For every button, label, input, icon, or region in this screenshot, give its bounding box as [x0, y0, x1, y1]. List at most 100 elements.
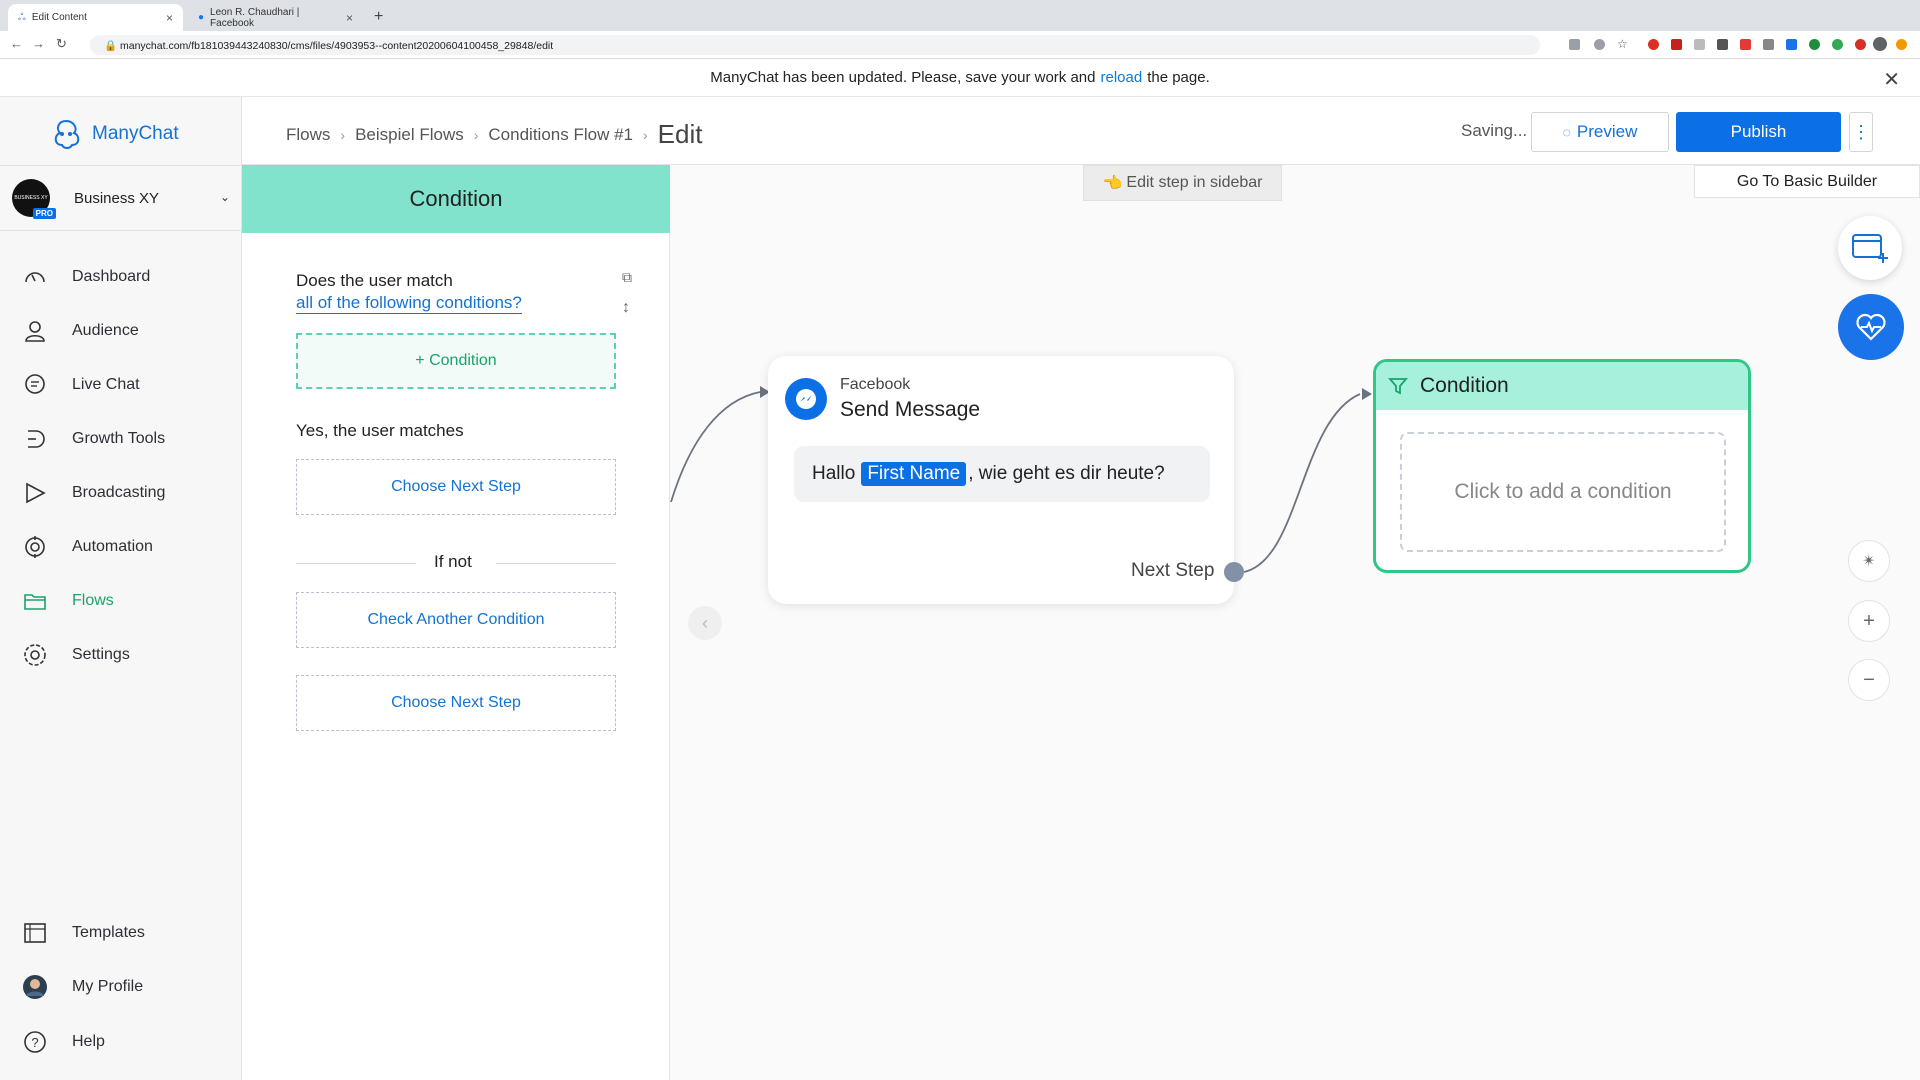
extension-icon[interactable]	[1809, 39, 1820, 50]
update-banner: ManyChat has been updated. Please, save …	[0, 59, 1920, 97]
go-to-basic-builder-button[interactable]: Go To Basic Builder	[1694, 165, 1920, 198]
extension-icon[interactable]	[1648, 39, 1659, 50]
save-status: Saving...	[1461, 121, 1528, 140]
manychat-logo[interactable]: ManyChat	[48, 117, 179, 151]
copy-icon[interactable]: ⧉	[622, 269, 632, 285]
node-platform: Facebook	[840, 376, 911, 393]
extension-icon[interactable]	[1855, 39, 1866, 50]
update-icon[interactable]	[1896, 39, 1907, 50]
gauge-icon	[25, 272, 45, 283]
extension-icon[interactable]	[1786, 39, 1797, 50]
panel-title: Condition	[242, 165, 670, 233]
sidebar-item-automation[interactable]: Automation	[22, 532, 153, 562]
sidebar-item-label: Live Chat	[72, 376, 140, 393]
add-condition-button[interactable]: + Condition	[296, 333, 616, 389]
breadcrumb-folder[interactable]: Beispiel Flows	[355, 124, 464, 144]
send-icon	[26, 482, 46, 504]
sidebar-item-audience[interactable]: Audience	[22, 316, 139, 346]
flow-health-button[interactable]	[1838, 294, 1904, 360]
extension-icon[interactable]	[1694, 39, 1705, 50]
zoom-icon[interactable]	[1594, 39, 1605, 50]
sidebar-item-dashboard[interactable]: Dashboard	[22, 262, 150, 292]
flow-canvas[interactable]	[671, 165, 1920, 1080]
sidebar-item-flows[interactable]: Flows	[22, 586, 114, 616]
condition-sidebar-panel: Condition Does the user match all of the…	[242, 165, 670, 1080]
profile-icon[interactable]	[1873, 37, 1887, 51]
browser-tab-edit-content[interactable]: ஃ Edit Content ×	[8, 4, 183, 31]
reorder-icon[interactable]: ↕	[622, 299, 630, 316]
match-mode-link[interactable]: all of the following conditions?	[296, 293, 522, 314]
condition-node[interactable]: Condition Click to add a condition	[1373, 359, 1751, 573]
sidebar-item-settings[interactable]: Settings	[22, 640, 130, 670]
tab-title: Leon R. Chaudhari | Facebook	[210, 6, 300, 29]
sidebar-item-label: Growth Tools	[72, 430, 166, 447]
url-field[interactable]: 🔒 manychat.com/fb181039443240830/cms/fil…	[90, 35, 1540, 55]
star-icon[interactable]: ☆	[1617, 37, 1628, 51]
banner-text: ManyChat has been updated. Please, save …	[710, 69, 1096, 86]
choose-next-step-button-else[interactable]: Choose Next Step	[296, 675, 616, 731]
sidebar-item-broadcasting[interactable]: Broadcasting	[22, 478, 165, 508]
automation-gear-icon	[25, 536, 45, 558]
browser-tab-facebook[interactable]: ● Leon R. Chaudhari | Facebook ×	[188, 4, 363, 31]
templates-icon	[24, 923, 46, 943]
sidebar-item-my-profile[interactable]: My Profile	[22, 972, 143, 1002]
browser-tab-bar: ஃ Edit Content × ● Leon R. Chaudhari | F…	[0, 0, 1920, 31]
messenger-icon	[785, 378, 827, 420]
back-icon[interactable]: ←	[10, 36, 23, 51]
message-text-bubble[interactable]: Hallo First Name , wie geht es dir heute…	[794, 446, 1210, 502]
if-not-divider: If not	[296, 551, 616, 575]
hint-text: Edit step in sidebar	[1126, 174, 1263, 191]
chat-bubble-icon	[25, 374, 45, 394]
next-step-connector-handle[interactable]	[1224, 562, 1244, 582]
extension-icon[interactable]	[1763, 39, 1774, 50]
help-icon: ?	[24, 1031, 46, 1053]
extension-icon[interactable]	[1671, 39, 1682, 50]
svg-text:?: ?	[31, 1035, 38, 1050]
manychat-logo-icon	[54, 119, 80, 149]
reload-link[interactable]: reload	[1100, 69, 1143, 86]
yes-branch-label: Yes, the user matches	[296, 421, 464, 440]
sidebar-item-growth-tools[interactable]: Growth Tools	[22, 424, 165, 454]
zoom-out-button[interactable]: −	[1848, 659, 1890, 701]
check-another-condition-button[interactable]: Check Another Condition	[296, 592, 616, 648]
close-icon[interactable]: ✕	[1883, 69, 1900, 91]
add-condition-placeholder[interactable]: Click to add a condition	[1400, 432, 1726, 552]
choose-next-step-button[interactable]: Choose Next Step	[296, 459, 616, 515]
if-not-label: If not	[434, 552, 472, 571]
breadcrumb-flow[interactable]: Conditions Flow #1	[488, 124, 633, 144]
forward-icon[interactable]: →	[32, 36, 45, 51]
send-message-node[interactable]: Facebook Send Message Hallo First Name ,…	[768, 356, 1234, 604]
more-options-button[interactable]: ⋮	[1849, 112, 1873, 152]
extension-icon[interactable]	[1832, 39, 1843, 50]
sidebar-item-templates[interactable]: Templates	[22, 918, 145, 948]
close-tab-icon[interactable]: ×	[345, 10, 353, 25]
add-card-icon	[1852, 234, 1888, 263]
preview-button[interactable]: ◌ Preview	[1531, 112, 1669, 152]
zoom-in-button[interactable]: +	[1848, 600, 1890, 642]
condition-node-header: Condition	[1376, 362, 1748, 410]
translate-icon[interactable]	[1569, 39, 1580, 50]
reload-icon[interactable]: ↻	[56, 36, 67, 51]
breadcrumb-flows[interactable]: Flows	[286, 124, 331, 144]
node-title: Send Message	[840, 398, 981, 421]
add-step-button[interactable]	[1838, 216, 1902, 280]
edit-step-hint: 👈 Edit step in sidebar	[1083, 165, 1282, 201]
account-switcher[interactable]: BUSINESS XY PRO Business XY ⌄	[0, 165, 242, 231]
folder-icon	[24, 594, 46, 610]
editor-header: Flows › Beispiel Flows › Conditions Flow…	[242, 97, 1920, 165]
page-title: Edit	[657, 119, 703, 149]
sidebar-item-live-chat[interactable]: Live Chat	[22, 370, 140, 400]
chevron-down-icon[interactable]: ⌄	[219, 190, 230, 204]
new-tab-button[interactable]: +	[374, 8, 384, 25]
extension-icon[interactable]	[1717, 39, 1728, 50]
auto-arrange-button[interactable]: ✴	[1848, 540, 1890, 582]
sidebar-item-help[interactable]: ? Help	[22, 1027, 105, 1057]
sidebar-item-label: Settings	[72, 646, 130, 663]
sidebar-item-label: Dashboard	[72, 268, 151, 285]
close-tab-icon[interactable]: ×	[165, 10, 173, 25]
sidebar-item-label: Automation	[72, 538, 153, 555]
address-bar-row: ← → ↻ 🔒 manychat.com/fb181039443240830/c…	[0, 31, 1920, 59]
collapse-panel-button[interactable]: ‹	[688, 606, 722, 640]
extension-icon[interactable]	[1740, 39, 1751, 50]
publish-button[interactable]: Publish	[1676, 112, 1841, 152]
